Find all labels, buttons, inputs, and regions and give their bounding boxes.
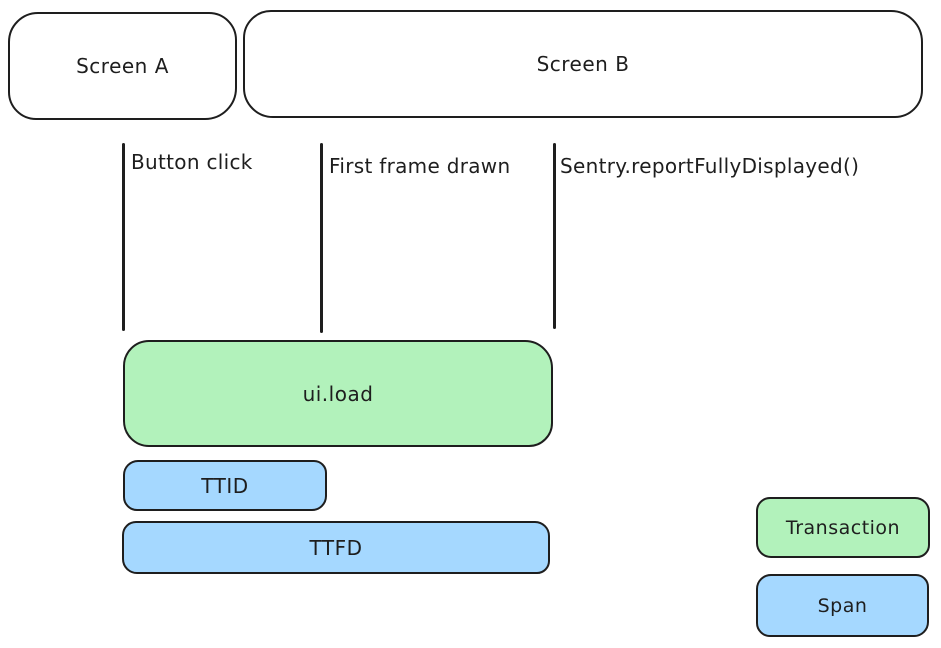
ui-load-label: ui.load [302, 381, 374, 406]
screen-b-box: Screen B [243, 10, 923, 118]
legend-span-label: Span [817, 594, 868, 617]
ttid-label: TTID [201, 473, 249, 498]
screen-a-box: Screen A [8, 12, 237, 120]
ttfd-label: TTFD [309, 535, 363, 560]
legend-transaction-box: Transaction [756, 497, 930, 558]
legend-transaction-label: Transaction [785, 516, 901, 539]
ttid-span-bar: TTID [123, 460, 327, 511]
ui-load-transaction-bar: ui.load [123, 340, 553, 447]
report-fully-displayed-marker-line [553, 143, 556, 329]
button-click-marker-line [122, 143, 125, 331]
first-frame-drawn-label: First frame drawn [329, 154, 511, 178]
legend-span-box: Span [756, 574, 929, 637]
report-fully-displayed-label: Sentry.reportFullyDisplayed() [560, 154, 860, 178]
button-click-label: Button click [131, 150, 253, 174]
first-frame-drawn-marker-line [320, 143, 323, 333]
screen-a-label: Screen A [76, 54, 169, 78]
ttfd-span-bar: TTFD [122, 521, 550, 574]
screen-b-label: Screen B [536, 52, 630, 76]
